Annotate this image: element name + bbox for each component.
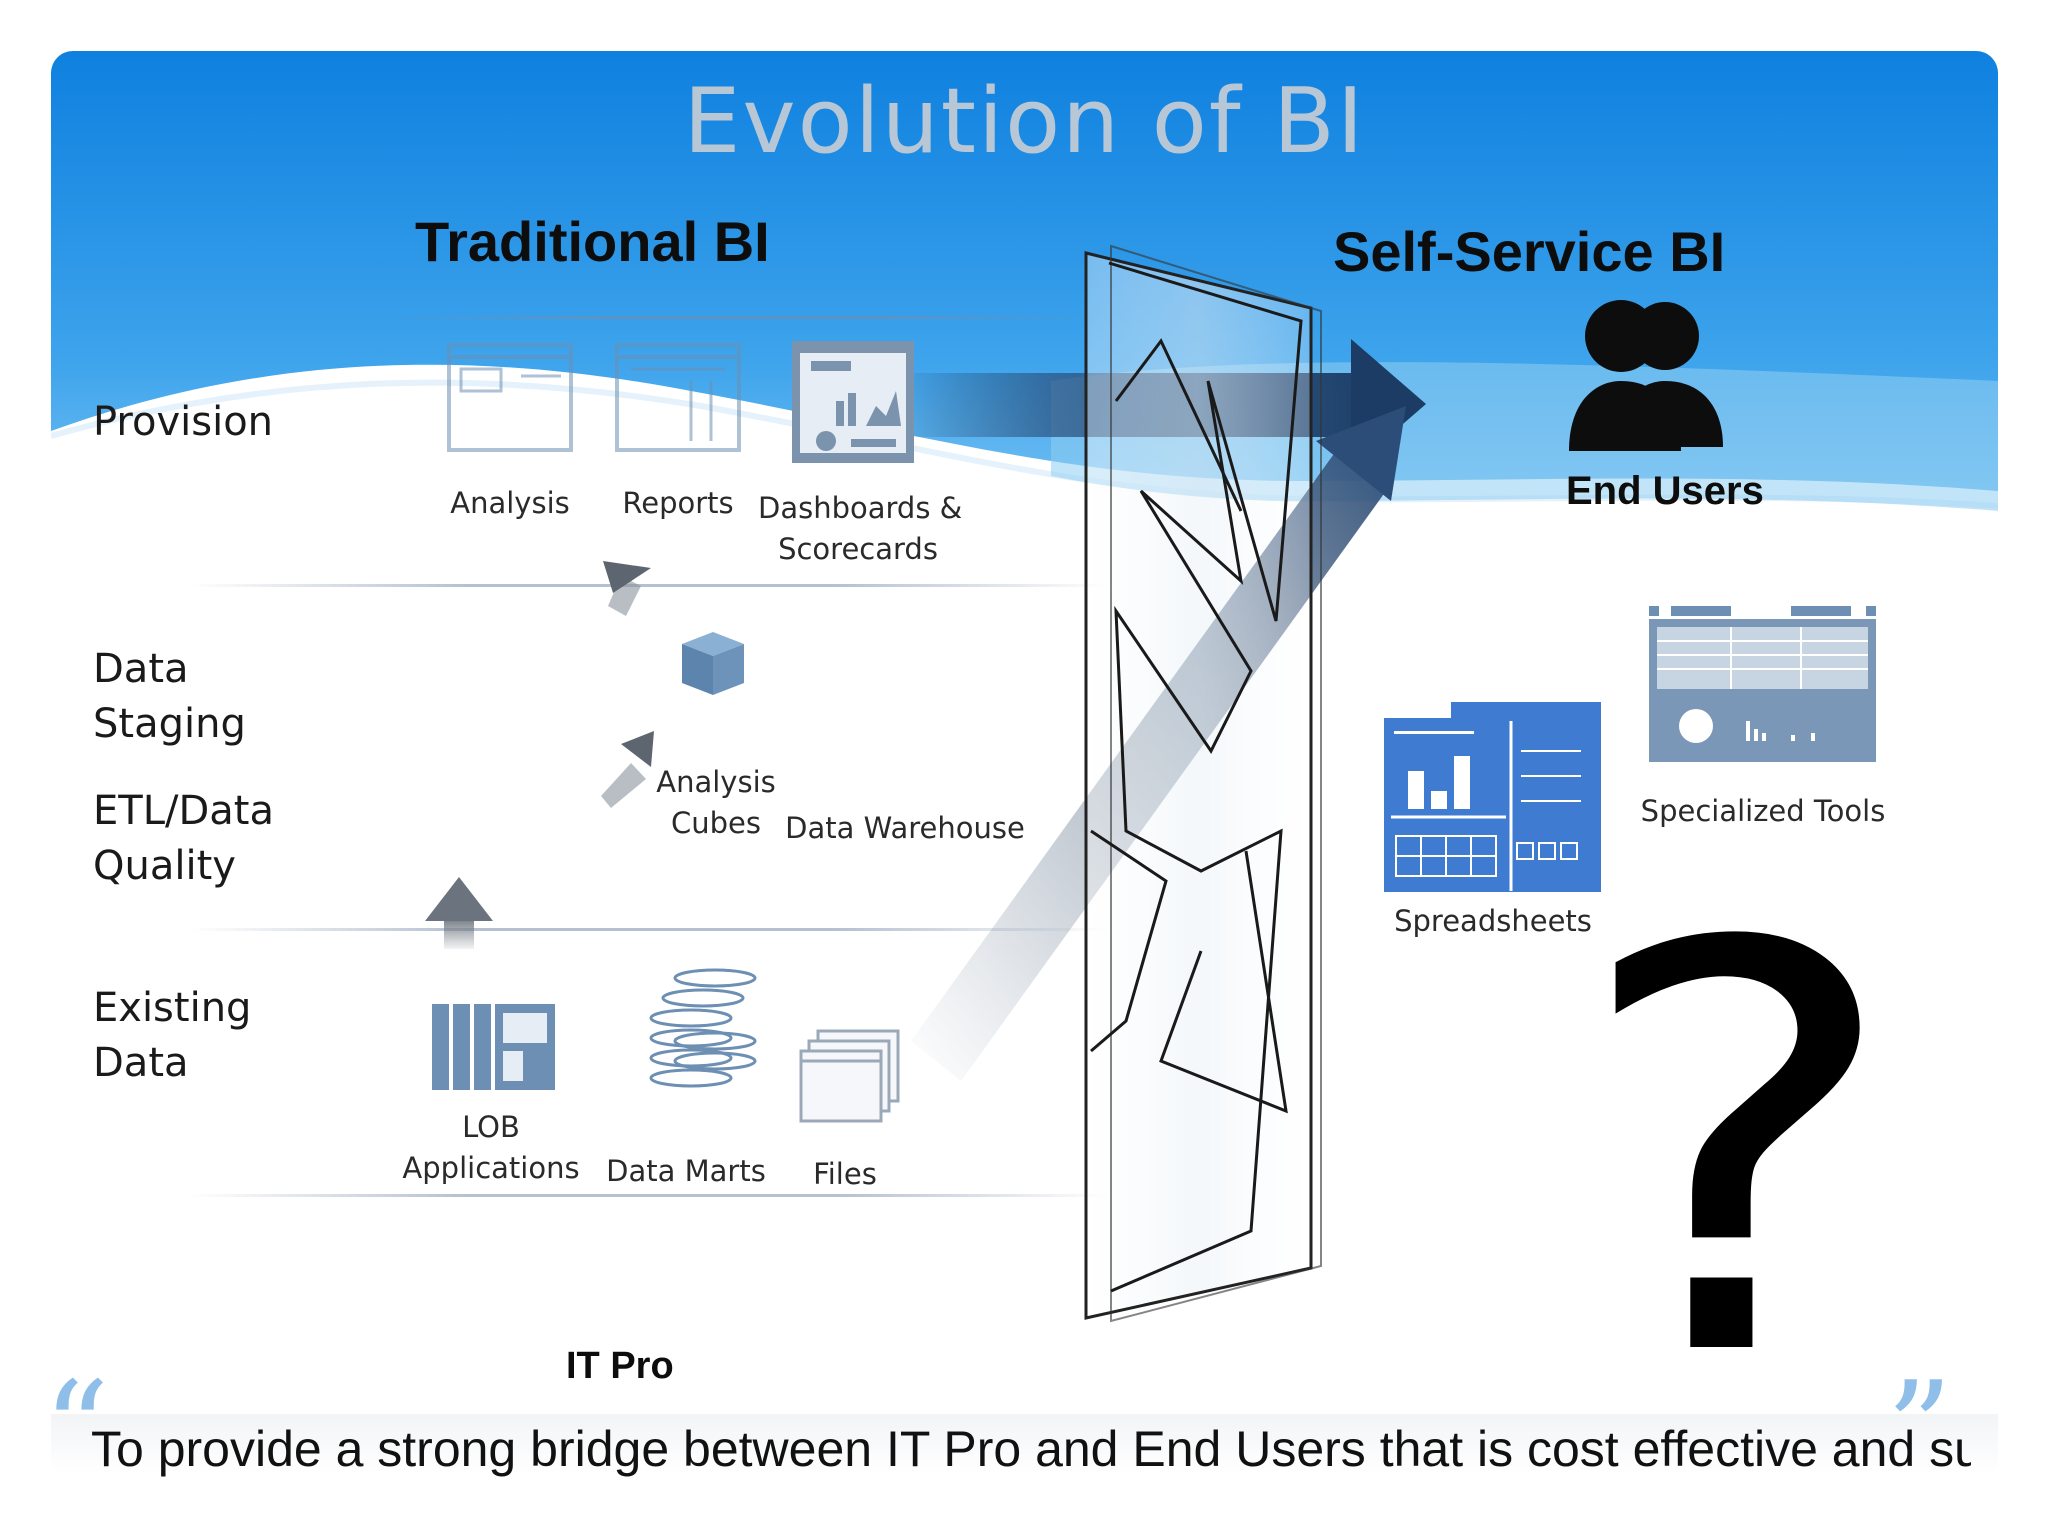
end-users-icon bbox=[1569, 300, 1723, 451]
cubes-outbound-arrow bbox=[603, 561, 651, 616]
caption-applications: Applications bbox=[402, 1151, 580, 1185]
files-icon bbox=[799, 1029, 900, 1123]
cubes-inbound-arrow bbox=[601, 731, 654, 808]
quote-bar bbox=[51, 1414, 1998, 1474]
it-pro-label: IT Pro bbox=[566, 1345, 674, 1387]
specialized-tools-icon bbox=[1649, 606, 1876, 762]
caption-data-warehouse: Data Warehouse bbox=[785, 811, 1025, 845]
open-quote-icon: “ bbox=[51, 1364, 109, 1481]
separator-provision bbox=[191, 584, 1111, 587]
cube-icon bbox=[682, 632, 744, 695]
end-users-label: End Users bbox=[1566, 469, 1764, 513]
caption-lob: LOB bbox=[462, 1110, 520, 1144]
row-label-data-line1: Data bbox=[93, 646, 189, 692]
row-label-existing: Existing bbox=[93, 985, 252, 1031]
question-mark: ? bbox=[1570, 828, 1904, 1480]
slide: Evolution of BI Traditional BI Self-Serv… bbox=[51, 51, 1998, 1481]
row-label-provision: Provision bbox=[93, 399, 274, 445]
close-quote-icon: ” bbox=[1886, 1353, 1953, 1481]
analysis-icon bbox=[447, 343, 573, 452]
caption-reports: Reports bbox=[622, 486, 734, 520]
row-label-quality: Quality bbox=[93, 843, 236, 889]
glass-wall bbox=[1084, 244, 1322, 1323]
quote-text: To provide a strong bridge between IT Pr… bbox=[91, 1421, 1971, 1477]
caption-scorecards: Scorecards bbox=[778, 532, 938, 566]
etl-up-arrow bbox=[425, 877, 493, 949]
row-label-etl: ETL/Data bbox=[93, 788, 274, 834]
row-label-staging: Staging bbox=[93, 701, 246, 747]
caption-data-marts: Data Marts bbox=[606, 1154, 766, 1188]
separator-existing bbox=[191, 1194, 1111, 1197]
row-label-existing-data: Data bbox=[93, 1040, 189, 1086]
lob-applications-icon bbox=[432, 1004, 555, 1090]
caption-analysis-cubes-2: Cubes bbox=[671, 806, 761, 840]
data-marts-icon bbox=[649, 968, 757, 1088]
slide-title: Evolution of BI bbox=[683, 69, 1366, 174]
traditional-bi-heading: Traditional BI bbox=[415, 210, 770, 273]
caption-files: Files bbox=[813, 1157, 877, 1191]
diagram-graphics bbox=[425, 244, 1876, 1323]
caption-dashboards: Dashboards & bbox=[758, 491, 963, 525]
separator-staging bbox=[191, 928, 1111, 931]
caption-spreadsheets: Spreadsheets bbox=[1394, 904, 1592, 938]
spreadsheets-icon bbox=[1384, 702, 1601, 892]
caption-analysis: Analysis bbox=[450, 486, 570, 520]
self-service-bi-heading: Self-Service BI bbox=[1333, 220, 1726, 283]
caption-specialized-tools: Specialized Tools bbox=[1640, 794, 1886, 828]
caption-analysis-cubes-1: Analysis bbox=[656, 765, 776, 799]
reports-icon bbox=[615, 343, 741, 452]
dashboard-icon bbox=[792, 341, 914, 463]
separator-top bbox=[381, 316, 1101, 319]
